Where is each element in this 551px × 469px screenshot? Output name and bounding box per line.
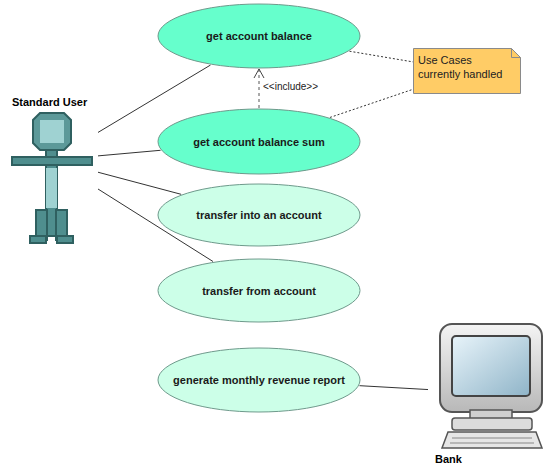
node-label: Bank <box>435 453 462 465</box>
node-label: Standard User <box>12 96 87 108</box>
node-label: Use Cases currently handled <box>418 53 511 81</box>
actor-figure <box>12 113 92 243</box>
association-line <box>98 172 181 194</box>
node-label: transfer from account <box>202 285 316 297</box>
association-line <box>330 89 413 117</box>
use-case-ellipse: transfer from account <box>157 258 361 323</box>
association-line <box>349 51 413 62</box>
node-label: transfer into an account <box>196 209 321 221</box>
association-line <box>359 386 428 390</box>
use-case-ellipse: generate monthly revenue report <box>157 347 361 413</box>
association-line <box>98 150 161 156</box>
node-label: generate monthly revenue report <box>173 374 345 386</box>
use-case-ellipse: get account balance sum <box>157 108 361 175</box>
note-box: Use Cases currently handled <box>413 48 521 94</box>
edge-label: <<include>> <box>263 81 318 92</box>
node-label: get account balance <box>206 30 312 42</box>
use-case-ellipse: transfer into an account <box>157 183 361 247</box>
node-label: get account balance sum <box>193 136 324 148</box>
include-arrow <box>259 69 260 108</box>
computer-icon <box>440 324 542 448</box>
actor: Standard User <box>8 94 98 246</box>
use-case-ellipse: get account balance <box>157 3 361 69</box>
system-actor: Bank <box>428 318 550 468</box>
